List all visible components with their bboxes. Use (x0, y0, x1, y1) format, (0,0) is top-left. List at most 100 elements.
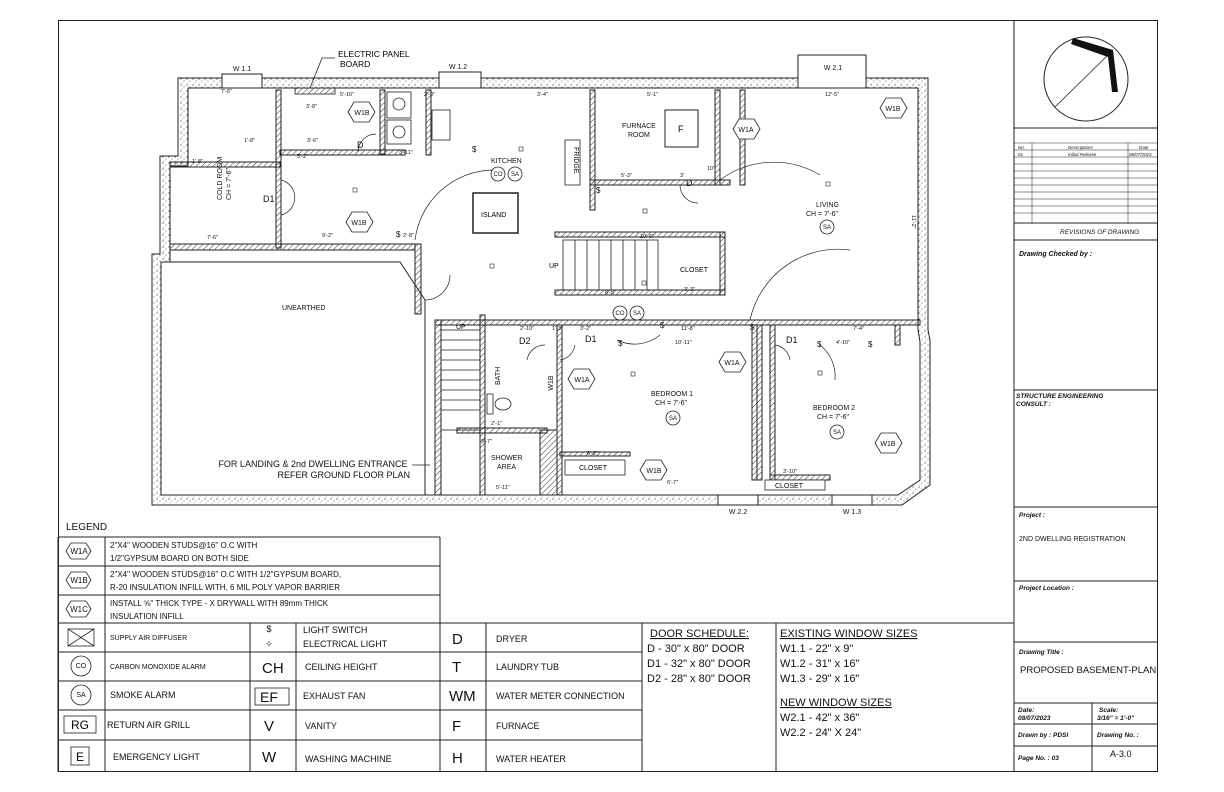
cold-room-ch: CH = 7'-6" (226, 167, 233, 200)
svg-text:3': 3' (680, 173, 684, 179)
svg-text:7'-6": 7'-6" (221, 89, 232, 95)
wall-tags: W1B W1B W1B W1A W1A W1A W1B W1B W1B (345, 97, 908, 481)
legend-text-w: WASHING MACHINE (305, 754, 392, 764)
legend-tag-w1a: W1A (70, 547, 88, 556)
project-label: Project : (1019, 512, 1045, 519)
rev-header-no: No. (1018, 145, 1025, 150)
legend-w1a-line1: 2"X4" WOODEN STUDS@16" O.C WITH (110, 541, 258, 550)
door-d1-1: D1 (263, 194, 275, 204)
legend-text-switch: LIGHT SWITCH (303, 625, 367, 635)
svg-text:CO: CO (616, 311, 625, 317)
island (472, 192, 519, 234)
legend-title: LEGEND (66, 522, 107, 533)
legend-ch-symbol: CH (262, 660, 284, 677)
svg-text:3'-11": 3'-11" (399, 150, 413, 156)
door-schedule-row-2: D1 - 32" x 80" DOOR (647, 658, 751, 670)
legend-text-light: ELECTRICAL LIGHT (303, 639, 388, 649)
kitchen-label: KITCHEN (491, 158, 522, 165)
legend-e-symbol: E (76, 750, 84, 764)
interior-walls (169, 89, 921, 496)
svg-text:3'-7": 3'-7" (481, 439, 492, 445)
legend-text-diffuser: SUPPLY AIR DIFFUSER (110, 635, 187, 642)
location-label: Project Location : (1019, 585, 1074, 592)
bedroom2-ch: CH = 7'-6" (817, 414, 850, 421)
legend-t-symbol: T (452, 659, 461, 676)
furnace-room-label-2: ROOM (628, 132, 650, 139)
door-schedule-row-3: D2 - 28" x 80" DOOR (647, 673, 751, 685)
svg-text:CO: CO (494, 172, 503, 178)
structure-label-1: STRUCTURE ENGINEERING (1016, 393, 1103, 400)
svg-text:3'-6": 3'-6" (307, 138, 318, 144)
svg-text:SA: SA (633, 311, 641, 317)
stairs (440, 239, 659, 431)
svg-text:6'-7": 6'-7" (667, 480, 678, 486)
svg-text:10'-6": 10'-6" (640, 234, 654, 240)
rev-row-date: 08/07/2023 (1129, 152, 1152, 157)
furnace (664, 109, 699, 148)
svg-text:$: $ (266, 624, 271, 634)
legend-w1c-line1: INSTALL ⅝" THICK TYPE - X DRYWALL WITH 8… (110, 599, 329, 608)
svg-text:12'-5": 12'-5" (825, 92, 839, 98)
bedroom1-ch: CH = 7'-6" (655, 400, 688, 407)
svg-text:W1B: W1B (885, 106, 901, 113)
svg-text:5'-1": 5'-1" (647, 92, 658, 98)
project-value: 2ND DWELLING REGISTRATION (1019, 536, 1125, 543)
legend-w1b-line1: 2"X4" WOODEN STUDS@16" O.C WITH 1/2"GYPS… (110, 570, 341, 579)
svg-text:SA: SA (823, 225, 831, 231)
door-d1-2: D1 (585, 334, 597, 344)
svg-text:2'-10": 2'-10" (520, 326, 534, 332)
svg-text:1'-8": 1'-8" (192, 159, 203, 165)
svg-text:$: $ (472, 145, 477, 154)
svg-text:$: $ (817, 340, 822, 349)
drawing-no-value: A-3.0 (1110, 749, 1132, 759)
svg-text:3'-3": 3'-3" (684, 287, 695, 293)
svg-text:W1A: W1A (574, 377, 590, 384)
legend-text-v: VANITY (305, 721, 337, 731)
drawing-title-value: PROPOSED BASEMENT-PLAN (1020, 665, 1156, 676)
svg-text:2'-1": 2'-1" (491, 421, 502, 427)
furnace-tag: F (678, 124, 684, 134)
legend-w1b-line2: R-20 INSULATION INFILL WITH, 6 MIL POLY … (110, 583, 340, 592)
svg-text:6'-2": 6'-2" (587, 451, 598, 457)
svg-text:10'-11": 10'-11" (675, 340, 692, 346)
door-d-2: D (686, 178, 693, 188)
rev-header-date: Date (1139, 145, 1149, 150)
svg-text:W1B: W1B (354, 110, 370, 117)
bedroom1-label: BEDROOM 1 (651, 391, 693, 398)
existing-window-1: W1.1 - 22" x 9" (780, 643, 853, 655)
legend-text-ch: CEILING HEIGHT (305, 662, 378, 672)
legend-w-symbol: W (262, 749, 277, 766)
legend-d-symbol: D (452, 631, 463, 648)
new-windows-title: NEW WINDOW SIZES (780, 697, 892, 709)
svg-text:3'-4": 3'-4" (537, 92, 548, 98)
legend-w1a-line2: 1/2"GYPSUM BOARD ON BOTH SIDE (110, 554, 249, 563)
svg-text:7'-4": 7'-4" (853, 326, 864, 332)
svg-text:$: $ (868, 340, 873, 349)
drawing-title-label: Drawing Title : (1019, 649, 1064, 656)
svg-text:8'-5": 8'-5" (605, 290, 616, 296)
furnace-room-label: FURNACE (622, 123, 656, 130)
window-label-w22: W 2.2 (729, 509, 747, 516)
fridge-label: FRIDGE (572, 147, 579, 174)
svg-text:$: $ (750, 323, 755, 332)
svg-text:W1B: W1B (351, 220, 367, 227)
svg-text:$: $ (396, 230, 401, 239)
drawn-by: Drawn by : PDSI (1018, 732, 1068, 739)
date-value: 08/07/2023 (1018, 715, 1051, 722)
svg-text:2'-9": 2'-9" (424, 92, 435, 98)
scale-value: 3/16" = 1'-0" (1097, 715, 1135, 722)
svg-text:7'-6": 7'-6" (207, 235, 218, 241)
door-schedule-row-1: D - 30" x 80" DOOR (647, 643, 745, 655)
shower-label-2: AREA (497, 464, 516, 471)
svg-text:2'-8": 2'-8" (403, 233, 414, 239)
structure-label-2: CONSULT : (1016, 401, 1051, 408)
island-label: ISLAND (481, 212, 506, 219)
window-label-w11: W 1.1 (233, 66, 251, 73)
legend-text-sa: SMOKE ALARM (110, 690, 176, 700)
dimensions: 7'-6" 3'-8" 5'-10" 2'-9" 3'-6" 3'-11" 1'… (192, 89, 916, 491)
legend-text-tub: LAUNDRY TUB (496, 662, 559, 672)
closet-label-1: CLOSET (579, 465, 608, 472)
svg-text:3'-2": 3'-2" (580, 326, 591, 332)
svg-text:$: $ (660, 321, 665, 330)
